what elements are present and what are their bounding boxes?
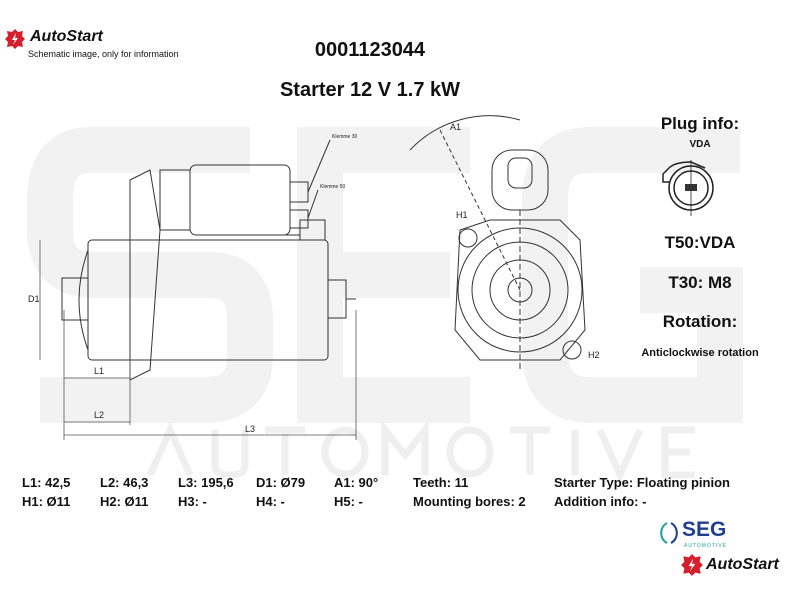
spec-h2: H2: Ø11	[100, 494, 149, 509]
watermark-graphic	[27, 127, 743, 480]
seg-text: SEG	[682, 518, 727, 541]
spec-l2: L2: 46,3	[100, 475, 149, 490]
t30-info: T30: M8	[668, 273, 732, 292]
spec-l3: L3: 195,6	[178, 475, 234, 490]
label-l3: L3	[245, 424, 255, 434]
product-title: Starter 12 V 1.7 kW	[279, 79, 461, 101]
spec-l1: L1: 42,5	[22, 475, 71, 490]
seg-sub-text: AUTOMOTIVE	[684, 543, 727, 549]
label-d1: D1	[28, 294, 40, 304]
label-h2: H2	[588, 350, 600, 360]
spec-mounting-bores: Mounting bores: 2	[413, 494, 526, 509]
plug-info-heading: Plug info:	[660, 114, 740, 133]
seg-automotive-logo: SEG AUTOMOTIVE	[658, 518, 758, 552]
t50-info: T50:VDA	[664, 233, 736, 252]
spec-h4: H4: -	[256, 494, 285, 509]
footer-autostart-logo: AutoStart	[680, 553, 779, 582]
label-klemme-50: Klemme 50	[320, 184, 346, 190]
seg-arc-icon	[660, 522, 678, 544]
plug-type: VDA	[689, 139, 711, 150]
spec-addition-info: Addition info: -	[554, 494, 647, 509]
brand-name: AutoStart	[30, 28, 103, 45]
autostart-gear-icon	[5, 29, 25, 49]
spec-h5: H5: -	[334, 494, 363, 509]
rotation-value: Anticlockwise rotation	[641, 347, 759, 359]
solenoid	[189, 164, 291, 236]
autostart-logo: AutoStart	[4, 28, 103, 55]
label-l1: L1	[94, 366, 104, 376]
label-h1: H1	[456, 210, 468, 220]
spec-h1: H1: Ø11	[22, 494, 71, 509]
disclaimer: Schematic image, only for information	[28, 49, 179, 59]
spec-h3: H3: -	[178, 494, 207, 509]
label-l2: L2	[94, 410, 104, 420]
spec-starter-type: Starter Type: Floating pinion	[554, 475, 730, 490]
part-number: 0001123044	[314, 39, 426, 61]
vda-plug-icon	[662, 160, 714, 216]
starter-drawing: D1 L1 L2 L3 A1 H1 H2 Klemme 30 Klemme 50	[28, 115, 600, 440]
label-klemme-30: Klemme 30	[332, 134, 358, 140]
autostart-gear-icon	[681, 554, 703, 576]
rotation-heading: Rotation:	[662, 312, 738, 331]
spec-a1: A1: 90°	[334, 475, 379, 490]
spec-teeth: Teeth: 11	[413, 475, 469, 490]
spec-d1: D1: Ø79	[256, 475, 306, 490]
label-a1: A1	[450, 122, 461, 132]
footer-brand-name: AutoStart	[706, 556, 779, 573]
motor-housing	[87, 239, 329, 361]
